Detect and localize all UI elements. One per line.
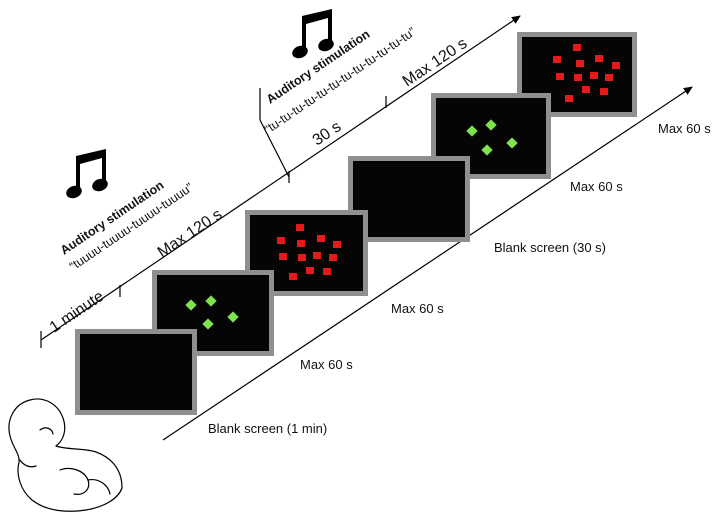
lower-label-max-b: Max 60 s <box>391 301 444 316</box>
green-diamond-stimuli <box>185 295 239 330</box>
infant-icon <box>8 398 123 512</box>
red-square-stimuli <box>277 224 341 280</box>
upper-label-thirty-s: 30 s <box>310 118 345 149</box>
red-square-stimuli <box>553 44 620 102</box>
green-diamond-stimuli <box>466 119 518 156</box>
upper-timeline-arrow <box>40 15 521 341</box>
screen-4-blank <box>348 156 470 242</box>
upper-label-max-120-second: Max 120 s <box>400 35 471 90</box>
lower-label-max-a: Max 60 s <box>300 357 353 372</box>
auditory-stimulation-1: Auditory stimulation “tuuuu-tuuuu-tuuuu-… <box>58 149 196 273</box>
lower-label-max-d: Max 60 s <box>658 121 711 136</box>
music-note-icon <box>292 9 334 59</box>
upper-label-max-120-first: Max 120 s <box>155 206 226 261</box>
lower-label-blank-1: Blank screen (1 min) <box>208 421 327 436</box>
music-note-icon <box>66 149 108 199</box>
lower-timeline-arrow <box>162 86 693 441</box>
auditory-stimulation-2: Auditory stimulation “tu-tu-tu-tu-tu-tu-… <box>262 9 418 136</box>
stimulation-divider-diagonal <box>259 119 290 178</box>
lower-label-blank-2: Blank screen (30 s) <box>494 240 606 255</box>
screen-1-blank <box>75 329 197 415</box>
lower-label-max-c: Max 60 s <box>570 179 623 194</box>
